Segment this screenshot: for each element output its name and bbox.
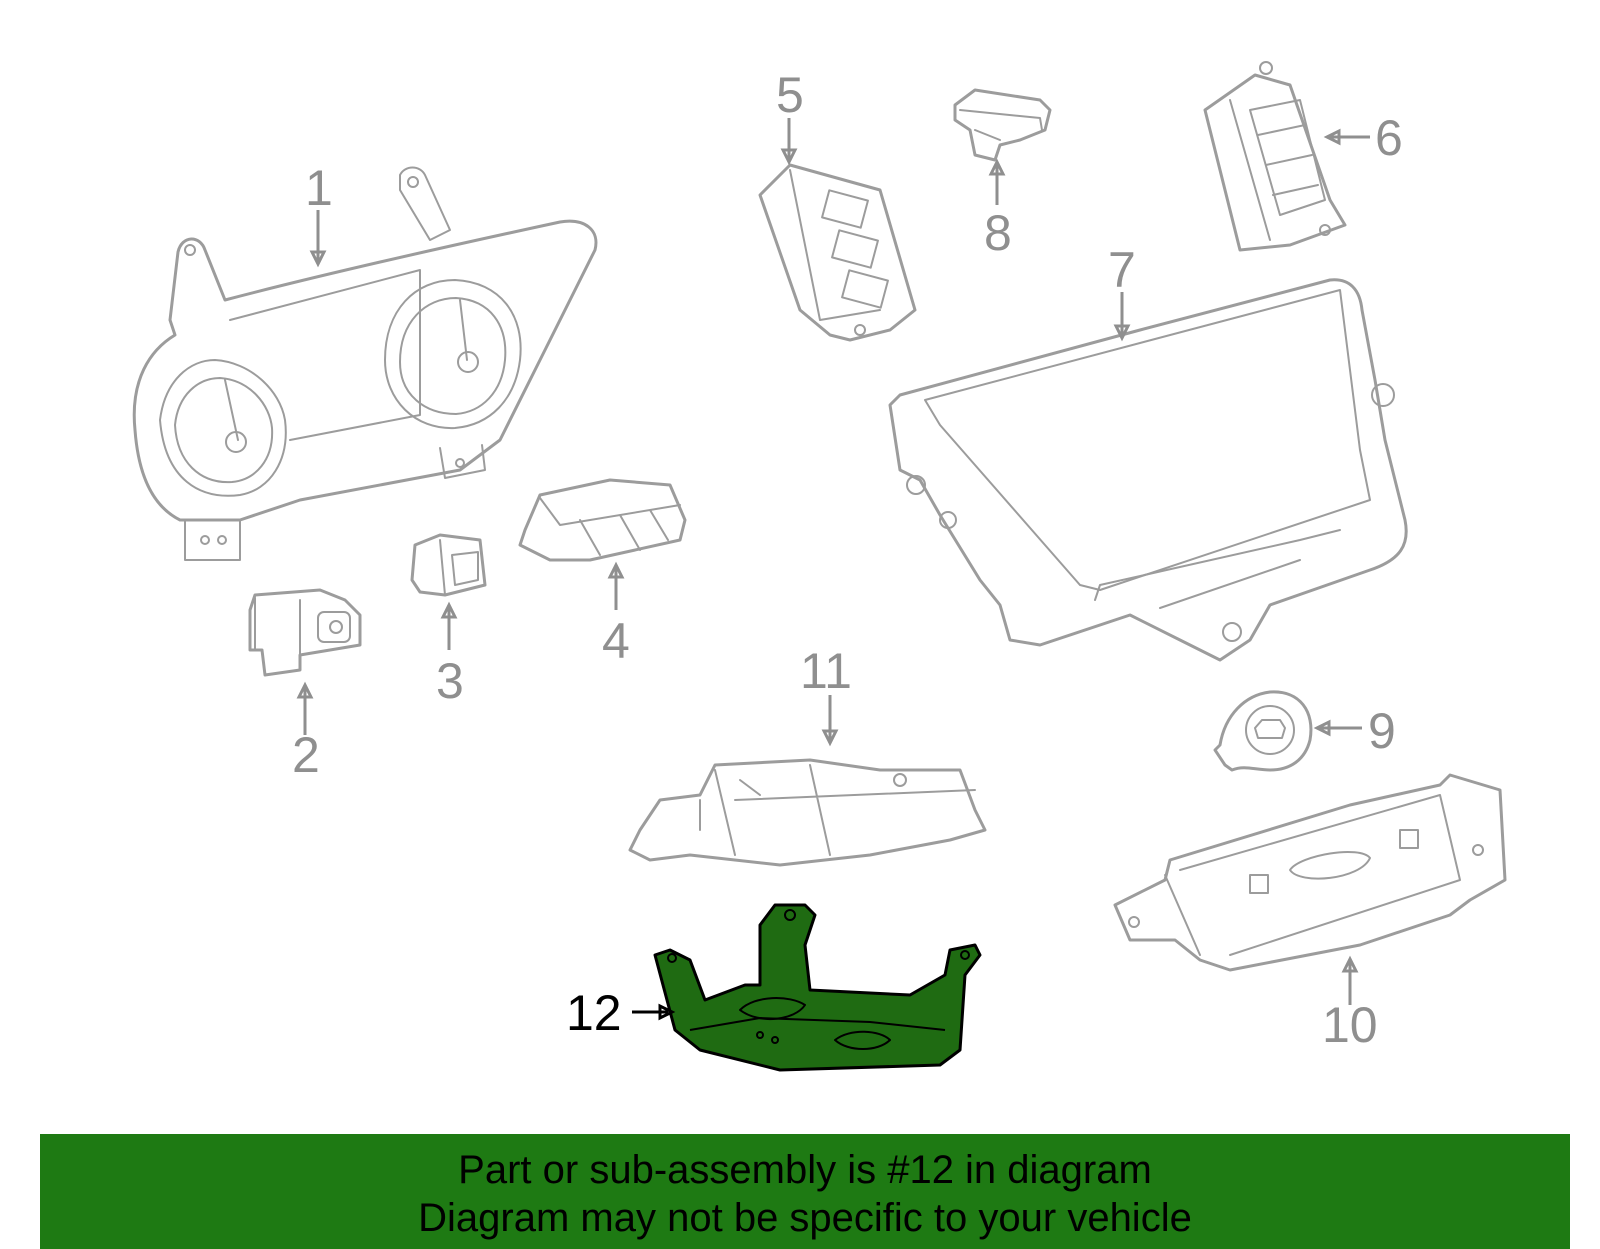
part-9-knob[interactable]	[1213, 690, 1313, 772]
callout-5: 5	[776, 67, 804, 123]
leader-lines	[296, 118, 1370, 1021]
callout-4: 4	[602, 613, 630, 669]
callout-2: 2	[292, 727, 320, 783]
callout-7: 7	[1108, 242, 1136, 298]
callout-8: 8	[984, 205, 1012, 261]
callout-3: 3	[436, 653, 464, 709]
banner-line-2: Diagram may not be specific to your vehi…	[418, 1196, 1192, 1240]
part-8-clip[interactable]	[953, 88, 1052, 162]
info-banner: Part or sub-assembly is #12 in diagram D…	[40, 1134, 1570, 1249]
part-5-switch-module[interactable]	[758, 163, 917, 342]
part-2-switch[interactable]	[248, 588, 362, 677]
callout-labels: 1 2 3 4 5 6 7 8 9 10 11 12	[292, 67, 1403, 1053]
part-6-switch-module[interactable]	[1203, 61, 1347, 252]
part-1-instrument-cluster[interactable]	[132, 166, 598, 561]
part-11-module[interactable]	[628, 758, 987, 867]
callout-11: 11	[800, 643, 852, 699]
callout-12: 12	[566, 985, 622, 1041]
callout-1: 1	[305, 160, 333, 216]
part-10-climate-panel[interactable]	[1113, 773, 1507, 972]
part-4-switch-bank[interactable]	[518, 478, 687, 562]
part-12-bracket[interactable]	[653, 903, 982, 1072]
banner-line-1: Part or sub-assembly is #12 in diagram	[458, 1148, 1152, 1192]
part-3-switch[interactable]	[410, 533, 487, 597]
callout-6: 6	[1375, 110, 1403, 166]
callout-9: 9	[1368, 703, 1396, 759]
part-7-display[interactable]	[888, 278, 1408, 662]
callout-10: 10	[1322, 997, 1378, 1053]
